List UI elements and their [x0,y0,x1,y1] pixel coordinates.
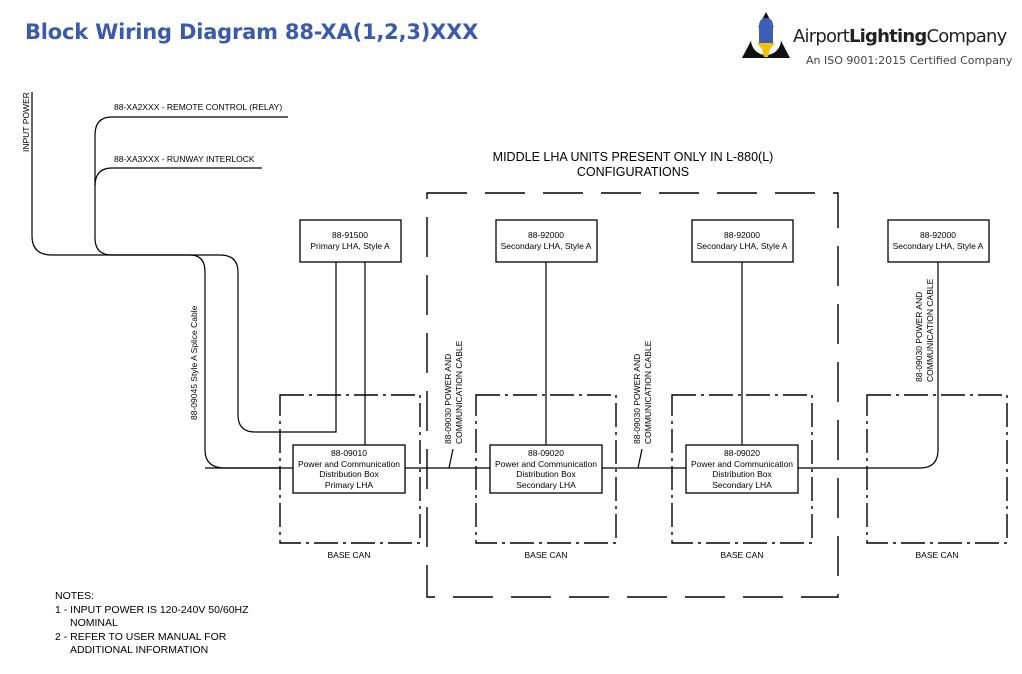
base-can-3-label: BASE CAN [721,550,764,560]
splice-cable-label: 88-09045 Style A Splice Cable [189,305,199,420]
airport-beacon-triangle-icon [742,12,790,58]
note-2-line1: 2 - REFER TO USER MANUAL FOR [55,630,227,643]
base-can-4-label: BASE CAN [916,550,959,560]
distribution-box-3-line3: Secondary LHA [712,480,772,490]
lha-unit-2 [495,219,598,263]
page-title: Block Wiring Diagram 88-XA(1,2,3)XXX [25,20,479,44]
cable-label-1-line2: COMMUNICATION CABLE [454,340,464,444]
distribution-box-2-part: 88-09020 [528,448,564,458]
cable-label-2-line2: COMMUNICATION CABLE [643,340,653,444]
company-logo: AirportLightingCompany An ISO 9001:2015 … [740,8,1013,70]
cable-label-3-line1: 88-09030 POWER AND [914,292,924,382]
base-can-3 [671,394,813,544]
lha-unit-1 [299,219,402,263]
middle-group-label-line2: CONFIGURATIONS [577,165,689,179]
distribution-box-2-line3: Secondary LHA [516,480,576,490]
lha-unit-4-name: Secondary LHA, Style A [893,241,984,251]
base-can-1-label: BASE CAN [328,550,371,560]
cable-label-3-line2: COMMUNICATION CABLE [925,278,935,382]
base-can-1 [279,394,421,544]
distribution-box-1 [292,444,406,494]
distribution-box-1-line2: Distribution Box [319,469,379,479]
distribution-box-3 [685,444,799,494]
lha-unit-3-part: 88-92000 [724,230,760,240]
distribution-box-3-part: 88-09020 [724,448,760,458]
base-can-2 [475,394,617,544]
company-name: AirportLightingCompany [793,26,1007,47]
distribution-box-3-line2: Distribution Box [712,469,772,479]
lha-unit-3 [691,219,794,263]
lha-unit-1-part: 88-91500 [332,230,368,240]
middle-lha-group-boundary [426,192,839,598]
note-1-line1: 1 - INPUT POWER IS 120-240V 50/60HZ [55,603,249,616]
distribution-box-3-line1: Power and Communication [691,459,793,469]
remote-control-label: 88-XA2XXX - REMOTE CONTROL (RELAY) [114,102,282,112]
distribution-box-1-line1: Power and Communication [298,459,400,469]
distribution-box-1-line3: Primary LHA [325,480,374,490]
base-can-2-label: BASE CAN [525,550,568,560]
input-power-label: INPUT POWER [21,92,31,152]
input-power-wire [31,92,280,469]
lha-unit-2-name: Secondary LHA, Style A [501,241,592,251]
cable-label-2-line1: 88-09030 POWER AND [632,354,642,444]
remote-control-wire [94,116,337,433]
lha-unit-1-name: Primary LHA, Style A [310,241,390,251]
notes-heading: NOTES: [55,590,95,602]
note-2-line2: ADDITIONAL INFORMATION [70,644,209,656]
lha-unit-3-name: Secondary LHA, Style A [697,241,788,251]
cable-label-1-line1: 88-09030 POWER AND [443,354,453,444]
base-can-4 [866,394,1008,544]
distribution-box-2-line2: Distribution Box [516,469,576,479]
runway-interlock-wire [94,167,262,187]
company-tagline: An ISO 9001:2015 Certified Company [806,54,1013,67]
main-bus-wire [205,262,939,469]
distribution-box-2-line1: Power and Communication [495,459,597,469]
runway-interlock-label: 88-XA3XXX - RUNWAY INTERLOCK [114,154,255,164]
note-1-line2: NOMINAL [70,617,118,629]
distribution-box-1-part: 88-09010 [331,448,367,458]
distribution-box-2 [489,444,603,494]
lha-unit-4 [887,219,990,263]
notes-block: NOTES: 1 - INPUT POWER IS 120-240V 50/60… [55,590,249,658]
lha-unit-4-part: 88-92000 [920,230,956,240]
lha-unit-2-part: 88-92000 [528,230,564,240]
middle-group-label-line1: MIDDLE LHA UNITS PRESENT ONLY IN L-880(L… [493,150,774,164]
